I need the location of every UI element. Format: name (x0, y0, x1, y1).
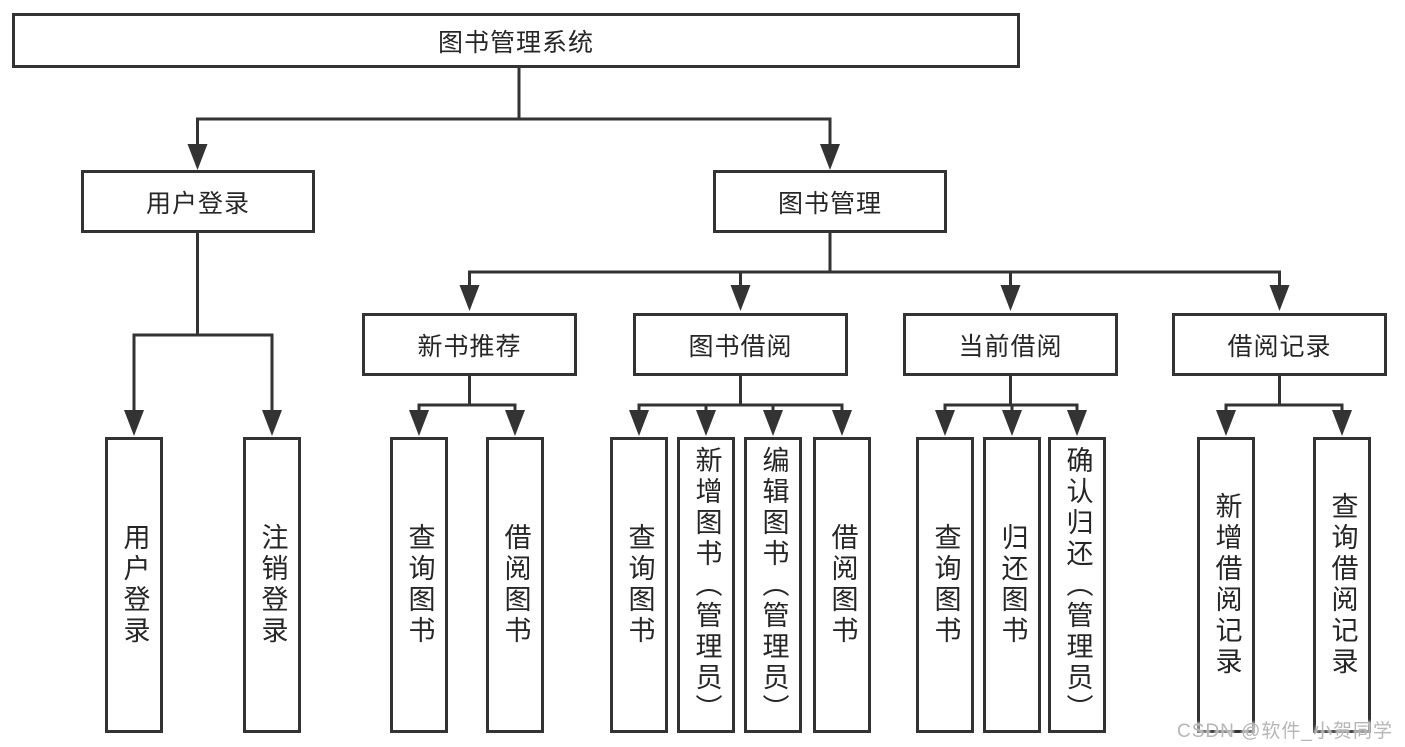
leaf-bb-borrow-books-label: 借阅图书 (827, 523, 858, 647)
leaf-bb-query-books: 查询图书 (610, 437, 668, 733)
arrow-down-icon (763, 410, 783, 436)
arrow-down-icon (124, 410, 144, 436)
arrow-down-icon (1067, 410, 1087, 436)
connector-paths (132, 68, 1344, 412)
arrow-down-icon (1000, 285, 1021, 311)
arrow-down-icon (1332, 410, 1352, 436)
leaf-br-query-record-label: 查询借阅记录 (1327, 492, 1358, 678)
edge-bookmgmt-to-level3 (468, 233, 1281, 286)
arrow-down-icon (832, 410, 852, 436)
arrow-down-icon (935, 410, 955, 436)
leaf-user-login: 用户登录 (105, 437, 163, 733)
leaf-cb-confirm-return: 确认归还（管理员） (1048, 437, 1106, 733)
arrow-down-icon (629, 410, 649, 436)
leaf-br-add-record-label: 新增借阅记录 (1211, 492, 1242, 678)
arrow-down-icon (459, 285, 480, 311)
node-current-borrow-label: 当前借阅 (958, 332, 1063, 361)
leaf-bb-edit-books: 编辑图书（管理员） (744, 437, 802, 733)
arrow-down-icon (187, 144, 208, 170)
edge-borrowrecord-to-leaves (1224, 376, 1344, 412)
leaf-bb-add-books-label: 新增图书（管理员） (691, 445, 722, 725)
node-current-borrow: 当前借阅 (903, 313, 1118, 376)
leaf-cb-confirm-return-label: 确认归还（管理员） (1062, 445, 1093, 725)
node-book-borrow-label: 图书借阅 (688, 332, 793, 361)
node-new-book-rec: 新书推荐 (362, 313, 577, 376)
leaf-cb-query-books-label: 查询图书 (930, 523, 961, 647)
watermark: CSDN @软件_小贺同学 (1177, 721, 1393, 742)
leaf-br-query-record: 查询借阅记录 (1313, 437, 1371, 733)
edge-newbookrec-to-leaves (417, 376, 517, 412)
leaf-cb-query-books: 查询图书 (916, 437, 974, 733)
node-user-login-label: 用户登录 (145, 189, 250, 218)
leaf-rec-query-books: 查询图书 (390, 437, 448, 733)
node-book-borrow: 图书借阅 (633, 313, 848, 376)
leaf-cb-return-books: 归还图书 (983, 437, 1041, 733)
leaf-cb-return-books-label: 归还图书 (997, 523, 1028, 647)
arrow-down-icon (696, 410, 716, 436)
arrow-down-icon (409, 410, 429, 436)
edge-bookborrow-to-leaves (637, 376, 844, 412)
node-new-book-rec-label: 新书推荐 (417, 332, 522, 361)
leaf-user-login-label: 用户登录 (119, 523, 150, 647)
edge-userlogin-to-leaves (132, 233, 274, 412)
arrow-down-icon (1002, 410, 1022, 436)
node-root-label: 图书管理系统 (437, 28, 594, 57)
leaf-rec-borrow-books: 借阅图书 (486, 437, 544, 733)
node-borrow-record-label: 借阅记录 (1227, 332, 1332, 361)
leaf-bb-add-books: 新增图书（管理员） (677, 437, 735, 733)
node-book-mgmt: 图书管理 (713, 170, 947, 233)
node-user-login: 用户登录 (81, 170, 315, 233)
leaf-logout-label: 注销登录 (257, 523, 288, 647)
node-borrow-record: 借阅记录 (1172, 313, 1387, 376)
arrow-down-icon (820, 144, 840, 170)
edge-root-to-level2 (196, 68, 832, 147)
leaf-logout: 注销登录 (243, 437, 301, 733)
leaf-br-add-record: 新增借阅记录 (1197, 437, 1255, 733)
edge-currentborrow-to-leaves (943, 376, 1079, 412)
arrow-down-icon (505, 410, 525, 436)
arrow-down-icon (262, 410, 282, 436)
leaf-rec-borrow-books-label: 借阅图书 (500, 523, 531, 647)
leaf-bb-edit-books-label: 编辑图书（管理员） (758, 445, 789, 725)
arrow-down-icon (1269, 285, 1290, 311)
node-root: 图书管理系统 (12, 13, 1020, 68)
leaf-bb-borrow-books: 借阅图书 (813, 437, 871, 733)
node-book-mgmt-label: 图书管理 (777, 189, 882, 218)
arrow-down-icon (730, 285, 751, 311)
leaf-rec-query-books-label: 查询图书 (404, 523, 435, 647)
leaf-bb-query-books-label: 查询图书 (624, 523, 655, 647)
arrow-down-icon (1216, 410, 1236, 436)
